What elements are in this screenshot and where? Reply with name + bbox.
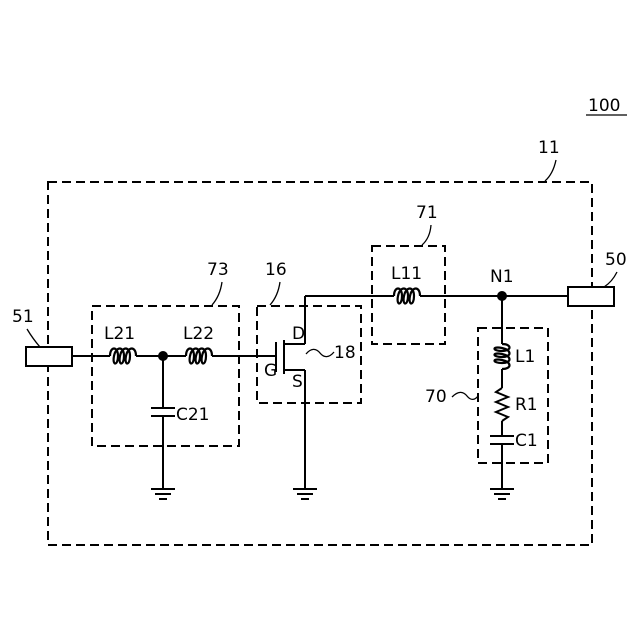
input-terminal bbox=[26, 347, 72, 366]
inductor-l11 bbox=[394, 289, 420, 304]
ground-symbol-c21 bbox=[151, 489, 175, 499]
capacitor-c21-label: C21 bbox=[176, 405, 210, 425]
input-matching-block-leader bbox=[212, 282, 222, 305]
output-terminal-leader bbox=[604, 272, 617, 287]
input-matching-block-label: 73 bbox=[207, 260, 229, 280]
inductor-l11-label: L11 bbox=[391, 264, 422, 284]
ground-symbol-c1 bbox=[490, 489, 514, 499]
transistor-source-label: S bbox=[292, 372, 303, 392]
capacitor-c1-label: C1 bbox=[515, 431, 538, 451]
output-matching-block-label: 71 bbox=[416, 203, 438, 223]
inductor-l22 bbox=[186, 349, 212, 364]
inductor-l21-label: L21 bbox=[104, 324, 135, 344]
shunt-network-leader bbox=[452, 392, 478, 399]
module-label: 11 bbox=[538, 138, 560, 158]
resistor-r1 bbox=[496, 388, 508, 421]
input-terminal-label: 51 bbox=[12, 307, 34, 327]
transistor-label: 18 bbox=[334, 343, 356, 363]
shunt-network-label: 70 bbox=[425, 387, 447, 407]
ground-symbol-source bbox=[293, 489, 317, 499]
figure-number-label: 100 bbox=[588, 96, 620, 116]
inductor-l1-label: L1 bbox=[515, 347, 535, 367]
transistor-block-leader bbox=[270, 282, 280, 305]
output-matching-block-leader bbox=[422, 225, 431, 245]
transistor-block-label: 16 bbox=[265, 260, 287, 280]
module-leader bbox=[545, 160, 556, 181]
output-terminal-label: 50 bbox=[605, 250, 627, 270]
transistor-gate-label: G bbox=[264, 361, 277, 381]
inductor-l22-label: L22 bbox=[183, 324, 214, 344]
input-terminal-leader bbox=[27, 329, 40, 347]
transistor-leader bbox=[306, 349, 334, 356]
output-terminal bbox=[568, 287, 614, 306]
inductor-l1 bbox=[495, 344, 510, 369]
inductor-l21 bbox=[110, 349, 136, 364]
module-boundary bbox=[48, 182, 592, 545]
resistor-r1-label: R1 bbox=[515, 395, 538, 415]
node-n1-label: N1 bbox=[490, 267, 514, 287]
transistor-drain-label: D bbox=[292, 324, 305, 344]
